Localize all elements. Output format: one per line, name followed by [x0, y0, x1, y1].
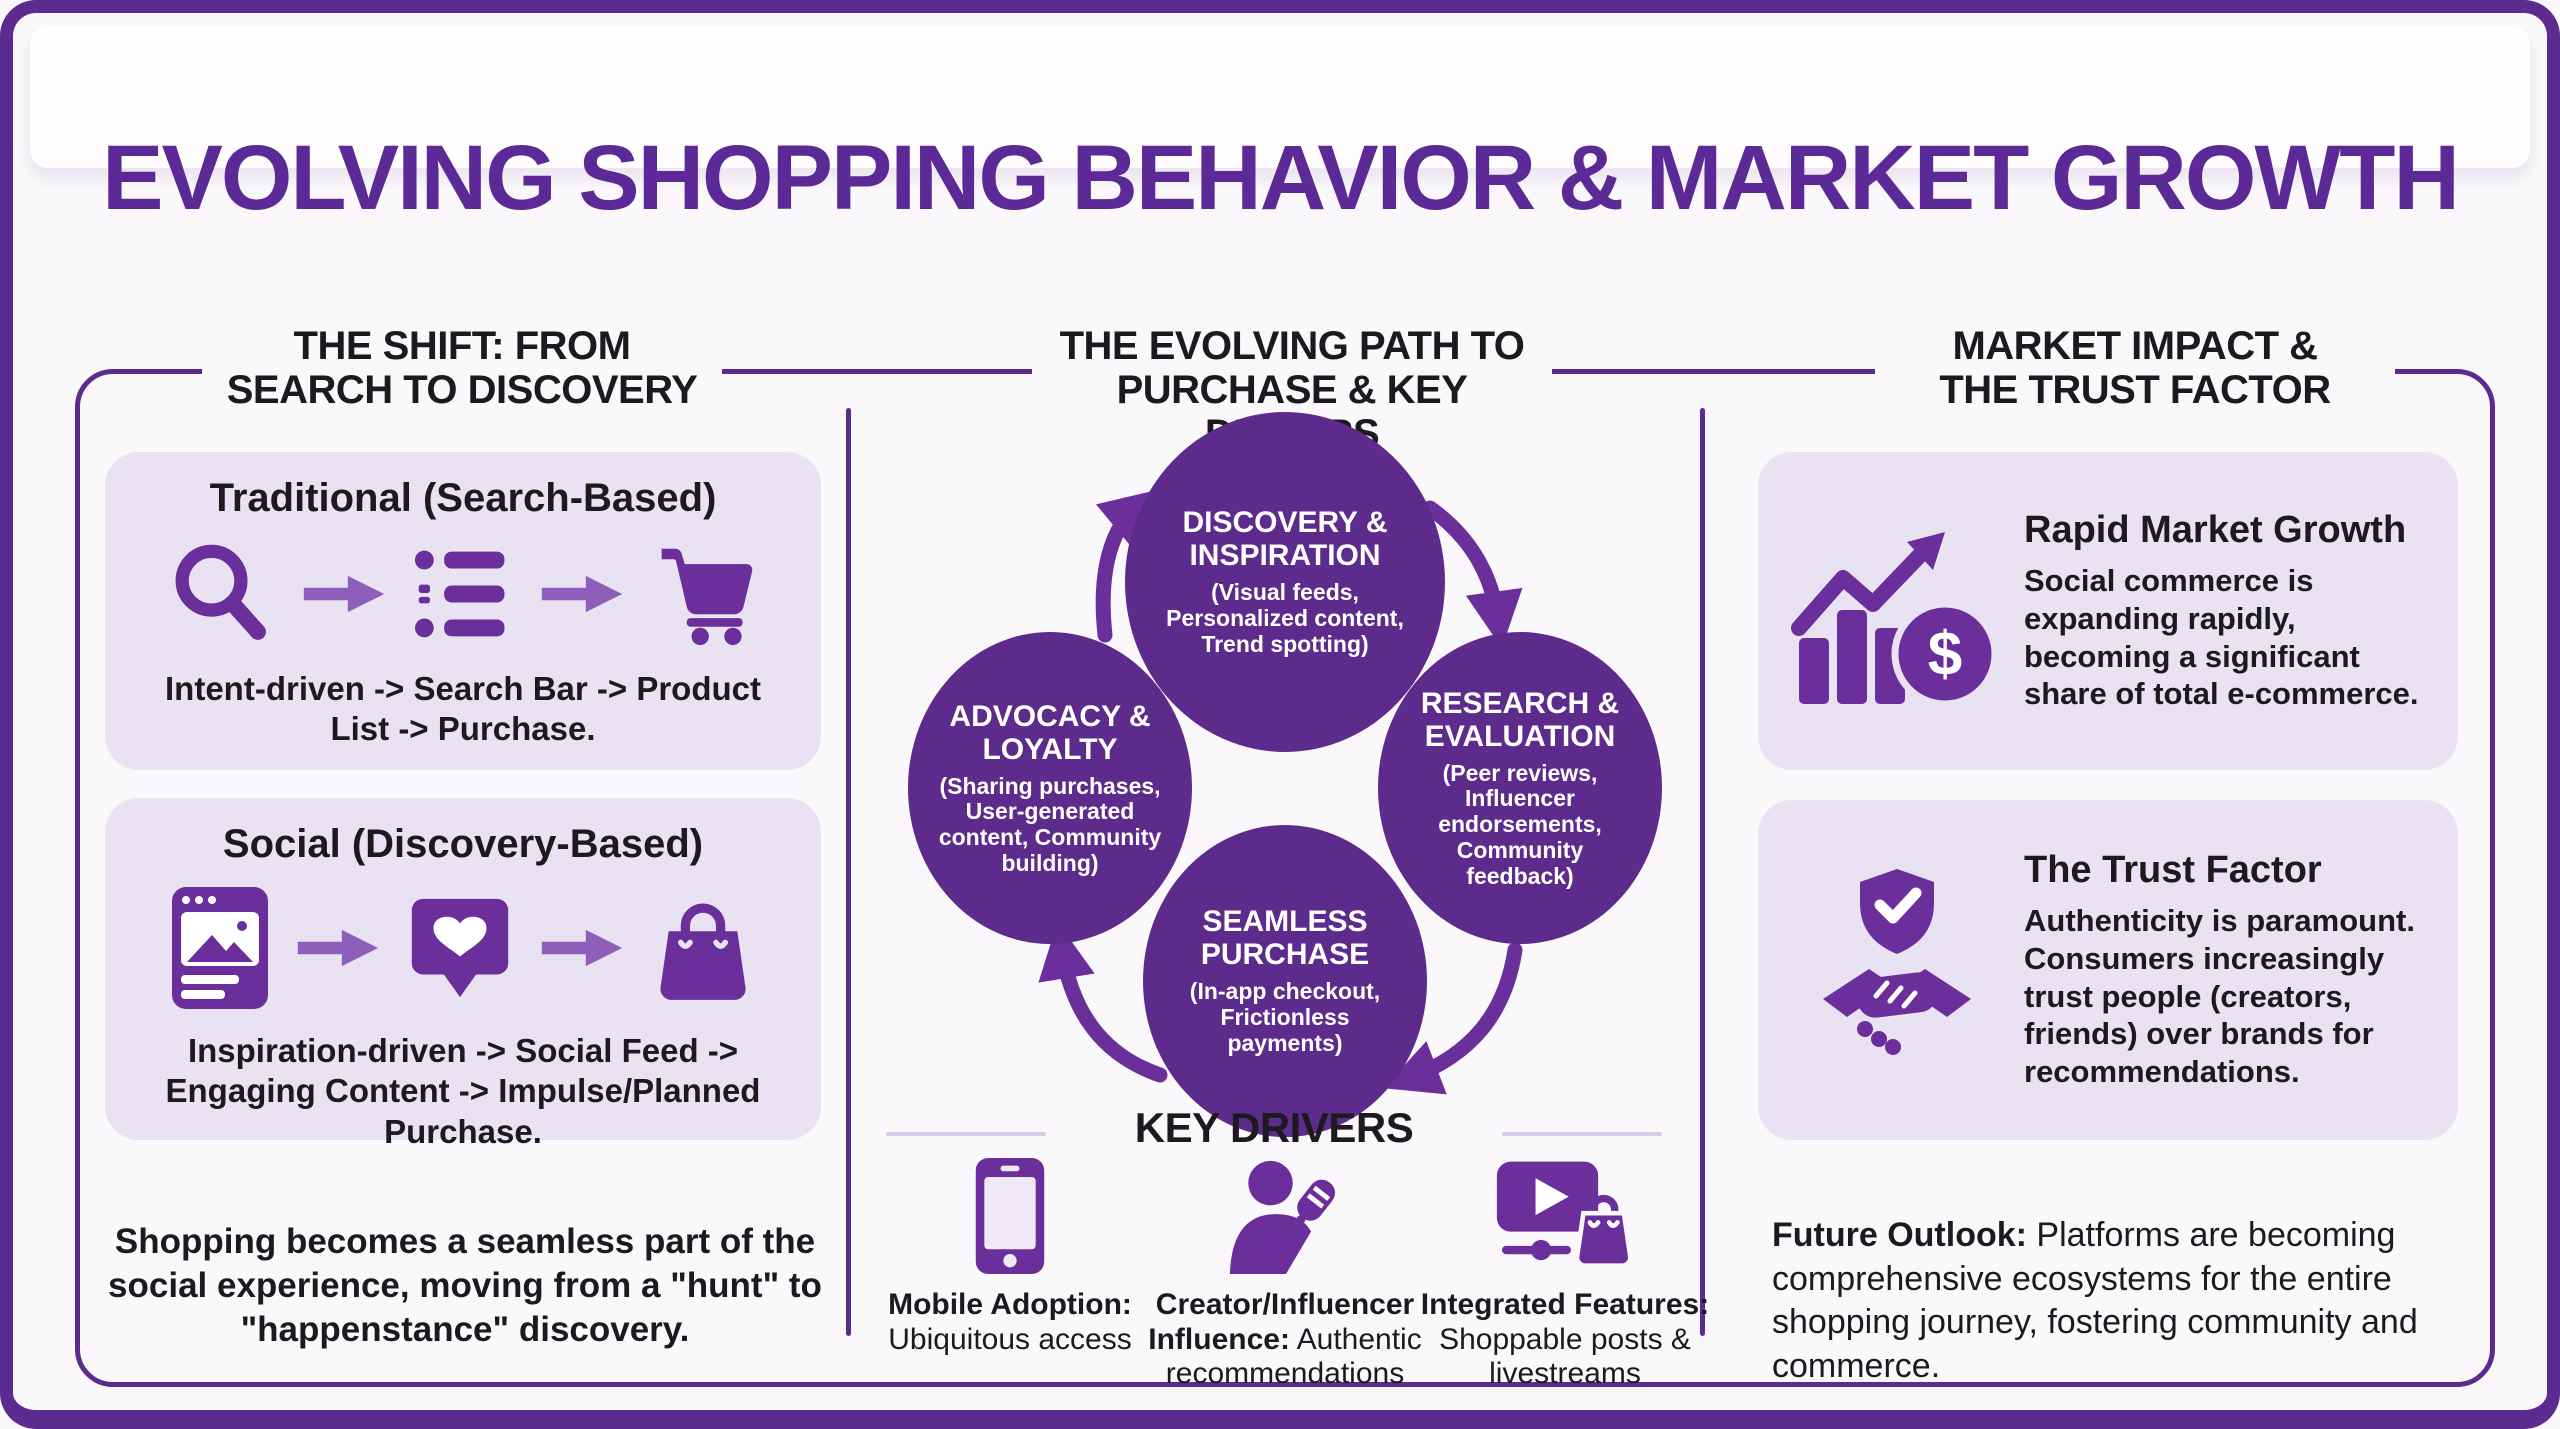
- market-growth-icon-wrap: $: [1784, 510, 2010, 712]
- search-icon: [175, 544, 266, 640]
- driver-mobile-adoption: Mobile Adoption: Ubiquitous access: [870, 1158, 1150, 1357]
- smartphone-icon: [975, 1158, 1045, 1274]
- flow-arrow-icon: [541, 575, 623, 613]
- cycle-arrows: [1038, 489, 1523, 1095]
- title-band: [30, 26, 2530, 168]
- social-icon-row: [105, 887, 821, 1009]
- trust-factor-card: The Trust Factor Authenticity is paramou…: [1758, 800, 2458, 1140]
- divider-center-right: [1700, 408, 1705, 1336]
- cycle-discovery-subtitle: (Visual feeds, Personalized content, Tre…: [1166, 579, 1404, 657]
- shoppable-video-icon: [1496, 1161, 1633, 1269]
- cycle-stage-advocacy: ADVOCACY & LOYALTY (Sharing purchases, U…: [908, 632, 1192, 944]
- driver-integrated-icon-wrap: [1420, 1158, 1710, 1274]
- social-discovery-card: Social (Discovery-Based): [105, 798, 821, 1150]
- driver-integrated-features: Integrated Features: Shoppable posts & l…: [1420, 1158, 1710, 1392]
- cycle-stage-research: RESEARCH & EVALUATION (Peer reviews, Inf…: [1378, 632, 1662, 944]
- cycle-discovery-title: DISCOVERY & INSPIRATION: [1182, 506, 1388, 573]
- cycle-stage-discovery: DISCOVERY & INSPIRATION (Visual feeds, P…: [1125, 412, 1445, 752]
- shopping-bag-icon: [660, 903, 746, 1000]
- cycle-research-title: RESEARCH & EVALUATION: [1420, 686, 1620, 753]
- future-outlook-text: Future Outlook: Platforms are becoming c…: [1772, 1214, 2478, 1388]
- flow-arrow-icon: [297, 929, 379, 967]
- driver-influencer-text: Authentic recommendations: [1165, 1322, 1422, 1391]
- key-drivers-line-left: [886, 1132, 1046, 1136]
- key-drivers-line-right: [1502, 1132, 1662, 1136]
- market-growth-icon: $: [1791, 532, 1999, 708]
- social-feed-icon: [172, 887, 268, 1009]
- left-heading-line1: THE SHIFT: FROM: [293, 324, 631, 368]
- right-heading-line1: MARKET IMPACT &: [1952, 324, 2318, 368]
- traditional-caption: Intent-driven -> Search Bar -> Product L…: [165, 670, 761, 748]
- cycle-advocacy-title: ADVOCACY & LOYALTY: [949, 699, 1151, 766]
- arrow-research-to-purchase: [1383, 942, 1523, 1095]
- trust-factor-text: The Trust Factor Authenticity is paramou…: [2024, 849, 2434, 1091]
- influencer-microphone-icon: [1229, 1160, 1335, 1274]
- key-drivers-heading: KEY DRIVERS: [1134, 1104, 1414, 1151]
- future-outlook-label: Future Outlook:: [1772, 1216, 2027, 1254]
- left-summary-text: Shopping becomes a seamless part of the …: [108, 1222, 822, 1349]
- arrow-discovery-to-research: [1422, 500, 1523, 649]
- social-card-title: Social (Discovery-Based): [222, 822, 704, 866]
- trust-factor-title: The Trust Factor: [2024, 848, 2322, 891]
- left-heading-line2: SEARCH TO DISCOVERY: [226, 368, 698, 412]
- driver-influencer-label: Creator/Influencer Influence:: [1148, 1288, 1415, 1356]
- trust-shield-handshake-icon: [1823, 869, 1971, 1055]
- dollar-symbol: $: [1928, 620, 1962, 689]
- cart-icon: [661, 548, 753, 646]
- flow-arrow-icon: [541, 929, 623, 967]
- trust-factor-body: Authenticity is paramount. Consumers inc…: [2024, 902, 2415, 1090]
- driver-mobile-label: Mobile Adoption:: [888, 1288, 1132, 1321]
- cycle-stage-purchase: SEAMLESS PURCHASE (In-app checkout, Fric…: [1143, 825, 1427, 1137]
- center-heading-line1: THE EVOLVING PATH TO: [1059, 324, 1525, 368]
- heart-bubble-icon: [411, 898, 509, 998]
- rapid-market-growth-card: $ Rapid Market Growth Social commerce is…: [1758, 452, 2458, 770]
- cycle-research-subtitle: (Peer reviews, Influencer endorsements, …: [1438, 759, 1602, 889]
- driver-mobile-caption: Mobile Adoption: Ubiquitous access: [870, 1288, 1150, 1357]
- market-growth-text: Rapid Market Growth Social commerce is e…: [2024, 509, 2424, 713]
- list-icon: [414, 550, 505, 638]
- center-column-heading: THE EVOLVING PATH TO PURCHASE & KEY DRIV…: [1032, 320, 1552, 464]
- trust-icon-wrap: [1784, 863, 2010, 1077]
- divider-left-center: [846, 408, 851, 1336]
- cycle-purchase-title: SEAMLESS PURCHASE: [1200, 905, 1370, 972]
- page-title: EVOLVING SHOPPING BEHAVIOR & MARKET GROW…: [102, 126, 2460, 229]
- market-growth-body: Social commerce is expanding rapidly, be…: [2024, 562, 2419, 712]
- driver-integrated-text: Shoppable posts & livestreams: [1439, 1322, 1691, 1391]
- driver-influencer-caption: Creator/Influencer Influence: Authentic …: [1130, 1288, 1440, 1392]
- cycle-purchase-subtitle: (In-app checkout, Frictionless payments): [1189, 978, 1381, 1056]
- traditional-card-title: Traditional (Search-Based): [209, 476, 717, 520]
- traditional-search-card: Traditional (Search-Based): [105, 452, 821, 770]
- arrow-advocacy-to-discovery: [1095, 489, 1158, 643]
- left-column-heading: THE SHIFT: FROM SEARCH TO DISCOVERY: [202, 320, 722, 420]
- social-caption: Inspiration-driven -> Social Feed -> Eng…: [165, 1032, 761, 1150]
- market-growth-title: Rapid Market Growth: [2024, 508, 2407, 551]
- traditional-icon-row: [105, 541, 821, 647]
- right-column-heading: MARKET IMPACT & THE TRUST FACTOR: [1875, 320, 2395, 420]
- cycle-advocacy-subtitle: (Sharing purchases, User-generated conte…: [938, 772, 1162, 876]
- flow-arrow-icon: [303, 575, 385, 613]
- driver-influencer: Creator/Influencer Influence: Authentic …: [1130, 1158, 1440, 1392]
- driver-integrated-caption: Integrated Features: Shoppable posts & l…: [1420, 1288, 1710, 1392]
- driver-integrated-label: Integrated Features:: [1420, 1288, 1710, 1321]
- driver-influencer-icon-wrap: [1130, 1158, 1440, 1274]
- arrow-purchase-to-advocacy: [1038, 921, 1168, 1083]
- future-outlook-body: Platforms are becoming comprehensive eco…: [1772, 1216, 2418, 1385]
- driver-mobile-text: Ubiquitous access: [888, 1322, 1132, 1356]
- right-heading-line2: THE TRUST FACTOR: [1939, 368, 2331, 412]
- driver-mobile-icon-wrap: [870, 1158, 1150, 1274]
